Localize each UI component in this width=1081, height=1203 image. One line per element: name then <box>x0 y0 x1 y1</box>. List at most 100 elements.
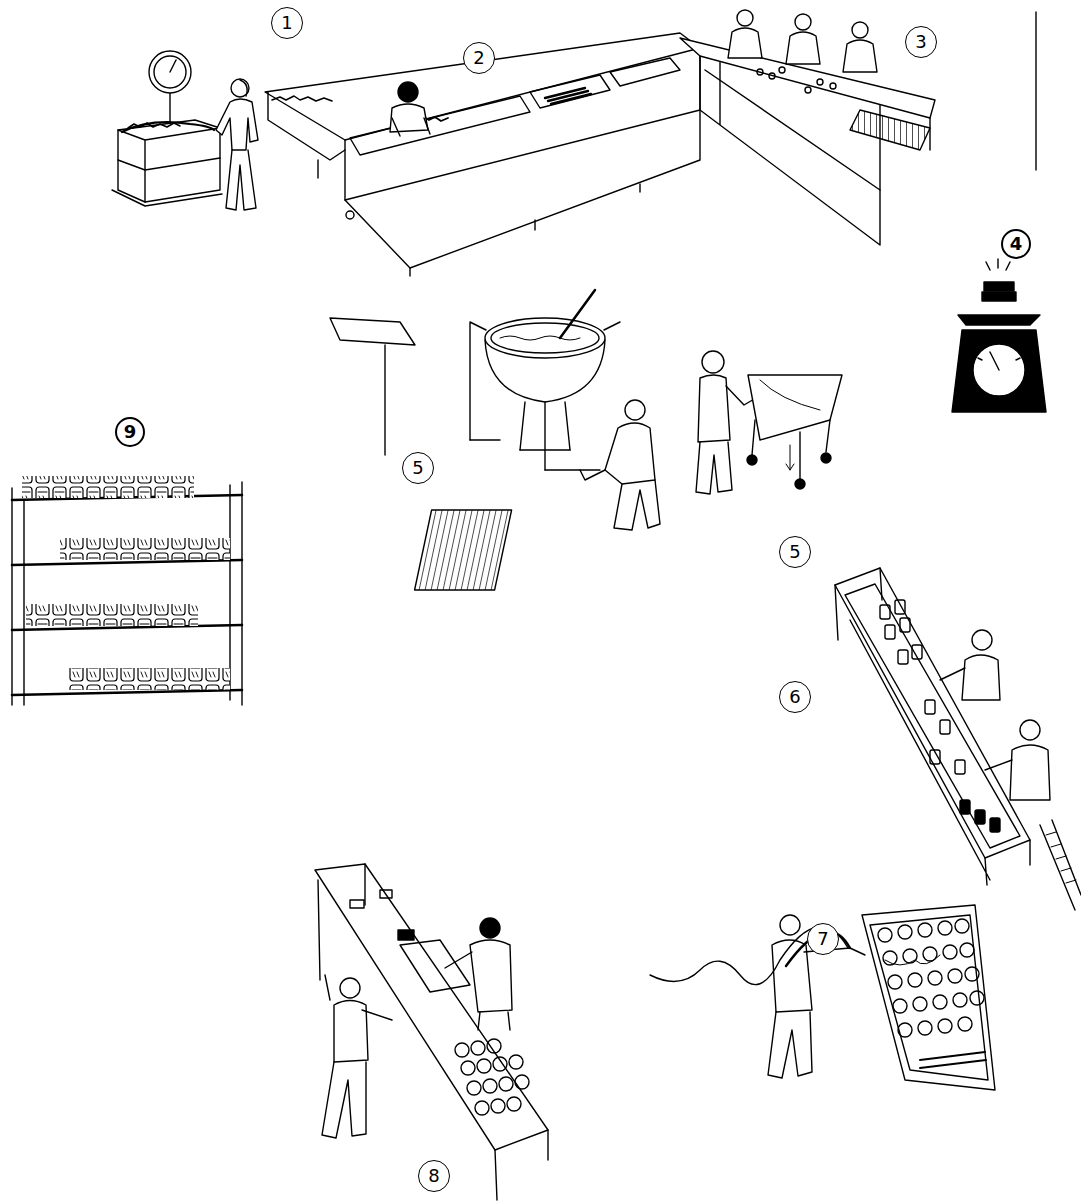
steam-kettle-part <box>614 480 660 530</box>
labelling-table-part <box>340 978 360 998</box>
washing-rack-part <box>918 923 932 937</box>
callout-number: 6 <box>789 688 800 706</box>
washing-trough-part <box>346 211 354 219</box>
weighing-station-part <box>118 128 220 202</box>
callout-circle: 6 <box>779 681 811 713</box>
weighing-station-part <box>128 123 180 128</box>
sorting-table-part <box>779 67 785 73</box>
callout-number: 9 <box>124 423 137 441</box>
labelling-table-part <box>318 864 548 1200</box>
filling-table-part <box>845 584 1020 848</box>
steam-kettle-part <box>520 402 570 470</box>
filling-table-part <box>940 720 950 734</box>
washing-rack-part <box>938 1019 952 1033</box>
washing-rack-part <box>928 971 942 985</box>
filling-table-part <box>975 810 985 824</box>
labelling-table-part <box>315 864 548 1150</box>
washing-trough-part <box>398 82 418 102</box>
labelling-table-part <box>380 890 392 898</box>
washing-rack-part <box>768 1012 812 1078</box>
labelling-table-part <box>398 930 414 940</box>
kitchen-scale-part <box>973 344 1025 396</box>
filling-table-part <box>1020 720 1040 740</box>
labelling-table-part <box>322 1062 366 1138</box>
labelling-table-part <box>507 1097 521 1111</box>
callout-circle: 2 <box>463 42 495 74</box>
washing-rack-part <box>780 915 800 935</box>
callout-circle: 5 <box>402 452 434 484</box>
weighing-station-part <box>169 92 170 125</box>
sorting-table-part <box>795 14 811 30</box>
washing-trough-part <box>639 184 640 192</box>
sorting-table-part <box>757 69 763 75</box>
sorting-table-part <box>786 32 820 64</box>
steam-kettle-part <box>485 340 605 402</box>
steam-kettle-part <box>520 449 570 450</box>
filling-table-part <box>930 750 940 764</box>
washing-rack-part <box>970 991 984 1005</box>
washing-trough-part <box>530 75 610 108</box>
washing-rack-part <box>920 1052 986 1068</box>
washing-rack-part <box>870 915 988 1080</box>
labelling-table-part <box>461 1061 475 1075</box>
washing-trough-part <box>534 220 535 230</box>
callout-number: 4 <box>1010 235 1023 253</box>
storage-shelf-part <box>12 482 242 705</box>
callout-number: 5 <box>412 459 423 477</box>
steam-kettle-part <box>491 323 599 353</box>
labelling-table-part <box>487 1039 501 1053</box>
callout-circle: 4 <box>1001 229 1031 259</box>
labelling-table-part <box>515 1075 529 1089</box>
weighing-station-part <box>240 80 247 96</box>
kitchen-scale-part <box>984 282 1014 291</box>
filling-table-part <box>925 700 935 714</box>
washing-trough-part <box>545 88 591 104</box>
callout-circle: 5 <box>779 536 811 568</box>
washing-rack-part <box>965 967 979 981</box>
weighing-station-part <box>118 120 220 202</box>
kitchen-scale <box>952 259 1046 412</box>
washing-trough-part <box>268 92 345 160</box>
labelling-table-part <box>491 1099 505 1113</box>
weighing-station-part <box>226 150 256 210</box>
washing-trough-part <box>272 96 332 101</box>
table-edge <box>330 318 415 455</box>
filling-table-part <box>960 800 970 814</box>
filling-table-part <box>972 630 992 650</box>
sorting-table-part <box>850 110 930 150</box>
filling-cart-part <box>752 420 830 480</box>
washing-rack-part <box>893 999 907 1013</box>
callout-number: 2 <box>473 49 484 67</box>
filling-cart-part <box>747 455 757 465</box>
washing-trough-part <box>345 48 700 268</box>
steam-kettle-part <box>485 318 605 358</box>
kitchen-scale-part <box>958 315 1040 325</box>
filling-table-part <box>1010 745 1050 800</box>
filling-cart-part <box>748 375 842 440</box>
filling-table-part <box>880 605 890 619</box>
labelling-table-part <box>493 1057 507 1071</box>
filling-table-part <box>962 655 1000 700</box>
washing-rack-part <box>933 995 947 1009</box>
labelling-table-part <box>470 940 512 1012</box>
filling-table-part <box>835 568 1030 858</box>
filling-table-part <box>940 668 965 680</box>
labelling-table-part <box>480 918 500 938</box>
callout-number: 5 <box>789 543 800 561</box>
steam-kettle-part <box>605 423 655 484</box>
filling-table-part <box>835 568 1030 885</box>
storage-shelf <box>12 476 242 705</box>
washing-trough <box>265 33 700 276</box>
filling-table-part <box>912 645 922 659</box>
washing-rack-part <box>772 940 812 1012</box>
sorting-table-part <box>852 22 868 38</box>
sorting-table-part <box>700 56 930 245</box>
labelling-table-part <box>350 900 364 908</box>
filling-table-part <box>985 760 1012 770</box>
steam-kettle <box>415 290 660 590</box>
filling-table-part <box>1046 832 1076 883</box>
weighing-station-part <box>231 79 249 97</box>
storage-shelf-part <box>22 476 194 498</box>
weighing-station-part <box>118 158 220 170</box>
washing-rack-part <box>898 925 912 939</box>
